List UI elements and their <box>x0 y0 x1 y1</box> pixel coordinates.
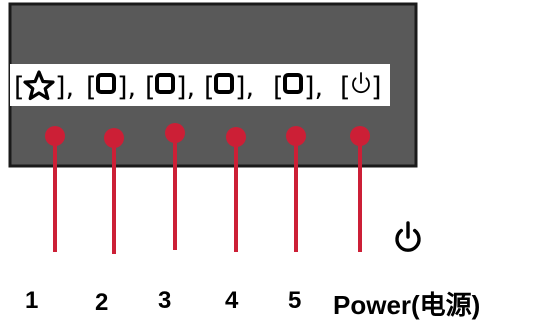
key-3-close: ], <box>176 72 195 103</box>
button-dot <box>226 127 246 147</box>
square-button-icon <box>214 73 234 94</box>
power-icon <box>352 72 370 94</box>
star-icon <box>23 70 55 101</box>
button-1-label: 1 <box>25 287 38 314</box>
button-5-label: 5 <box>288 287 301 314</box>
button-4[interactable] <box>226 127 246 252</box>
key-4-open: [ <box>204 72 215 103</box>
square-button-icon <box>155 73 175 94</box>
button-power[interactable] <box>350 126 370 252</box>
key-power-open: [ <box>340 72 351 103</box>
button-4-label: 4 <box>225 287 239 314</box>
key-1-open: [ <box>14 72 25 103</box>
key-4-close: ], <box>235 72 254 103</box>
key-2-close: ], <box>117 72 136 103</box>
button-1[interactable] <box>45 126 65 252</box>
button-5[interactable] <box>286 126 306 252</box>
power-icon <box>395 221 421 252</box>
button-dot <box>350 126 370 146</box>
square-button-icon <box>96 73 116 94</box>
button-dot <box>45 126 65 146</box>
key-legend-strip <box>10 64 390 106</box>
key-1-close: ], <box>55 72 74 103</box>
button-3[interactable] <box>165 123 185 250</box>
key-2-open: [ <box>86 72 97 103</box>
power-button-label: Power(电源) <box>333 290 480 320</box>
key-5-open: [ <box>273 72 284 103</box>
button-3-label: 3 <box>158 287 171 314</box>
button-2[interactable] <box>104 128 124 254</box>
key-3-open: [ <box>145 72 156 103</box>
square-button-icon <box>283 73 303 94</box>
button-dot <box>104 128 124 148</box>
button-2-label: 2 <box>95 289 108 316</box>
key-power-close: ] <box>371 72 382 103</box>
button-dot <box>286 126 306 146</box>
key-5-close: ], <box>304 72 323 103</box>
button-dot <box>165 123 185 143</box>
